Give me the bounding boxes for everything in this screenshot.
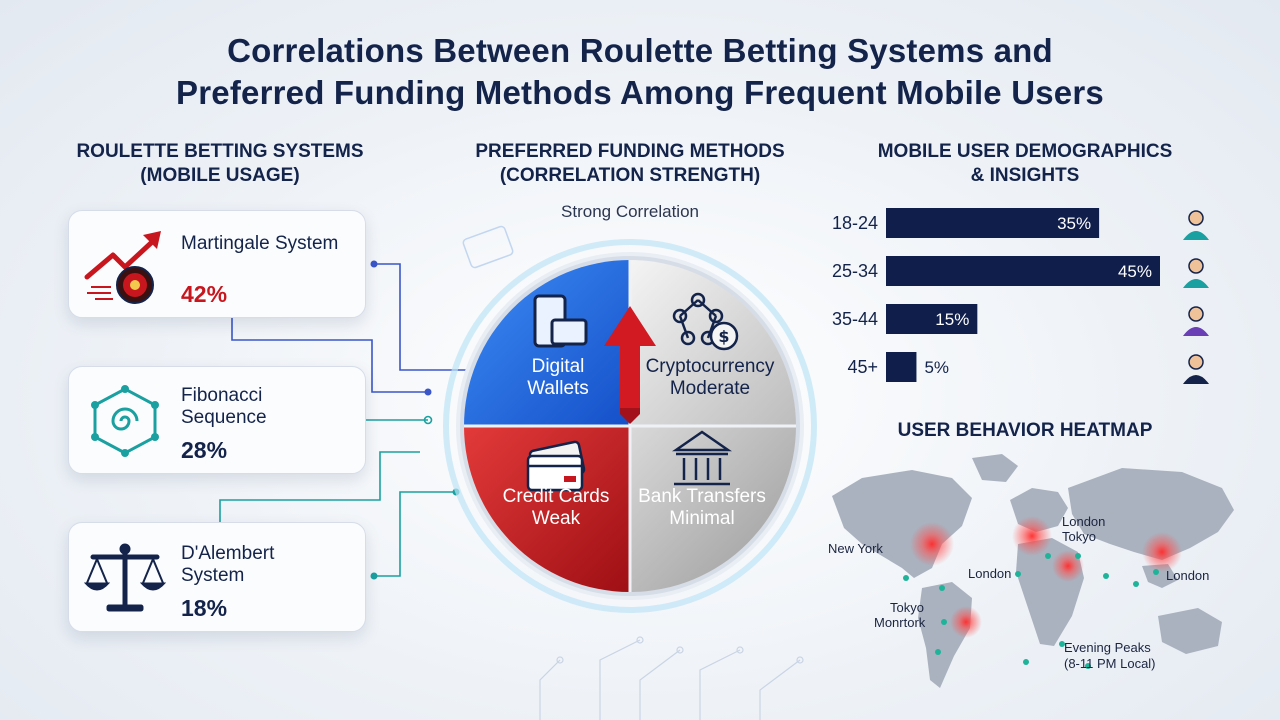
quadrant-label-bank-2: Minimal <box>669 508 734 529</box>
title-line-1: Correlations Between Roulette Betting Sy… <box>227 32 1053 69</box>
map-label-monrtork: Monrtork <box>874 615 926 630</box>
quadrant-credit-cards <box>464 426 630 592</box>
map-label-tokyo-top: Tokyo <box>1062 529 1096 544</box>
heat-spot-north-america <box>910 522 954 566</box>
fibonacci-spiral-icon <box>91 385 159 457</box>
funding-methods-heading-line-2: (CORRELATION STRENGTH) <box>499 165 761 186</box>
betting-systems-heading-line-1: ROULETTE BETTING SYSTEMS <box>76 141 364 162</box>
user-avatar-icon <box>1183 306 1209 336</box>
fibonacci-percentage: 28% <box>181 437 228 463</box>
betting-systems-heading: ROULETTE BETTING SYSTEMS (MOBILE USAGE) <box>50 140 390 188</box>
user-avatar-icon <box>1183 210 1209 240</box>
connector-node <box>424 388 432 396</box>
map-label-london-mid: London <box>968 566 1012 581</box>
fibonacci-name-line-2: Sequence <box>181 407 267 428</box>
demographic-bar <box>886 256 1160 286</box>
user-avatar-icon <box>1183 354 1209 384</box>
map-label-london-top: London <box>1062 514 1106 529</box>
quadrant-label-digital-2: Wallets <box>527 378 589 399</box>
circuit-traces <box>539 636 804 720</box>
demographics-heading-line-1: MOBILE USER DEMOGRAPHICS <box>877 141 1173 162</box>
quadrant-label-credit-1: Credit Cards <box>503 486 610 507</box>
martingale-name: Martingale System <box>181 233 339 254</box>
continent-greenland <box>972 454 1018 482</box>
quadrant-bank-transfers <box>630 426 796 592</box>
card-dalembert-system[interactable]: D'Alembert System 18% <box>68 522 366 632</box>
svg-text:$: $ <box>718 327 729 346</box>
demographic-bar <box>886 304 978 334</box>
map-label-new-york: New York <box>828 541 883 556</box>
funding-methods-heading-line-1: PREFERRED FUNDING METHODS <box>475 141 785 162</box>
funding-methods-heading: PREFERRED FUNDING METHODS (CORRELATION S… <box>430 140 830 188</box>
bar-value-label: 5% <box>924 358 949 377</box>
martingale-percentage: 42% <box>181 281 228 307</box>
betting-systems-heading-line-2: (MOBILE USAGE) <box>140 165 300 186</box>
demographics-heading-line-2: & INSIGHTS <box>970 165 1080 186</box>
continent-australia <box>1158 608 1222 654</box>
map-label-evening-peaks: Evening Peaks <box>1064 640 1151 655</box>
user-avatar-icon <box>1183 258 1209 288</box>
dalembert-percentage: 18% <box>181 595 228 621</box>
heat-spot-europe <box>1012 516 1052 556</box>
strong-correlation-label: Strong Correlation <box>561 202 699 221</box>
bar-value-label: 15% <box>935 310 969 329</box>
heat-spot-south-america <box>950 606 982 638</box>
connector-node <box>423 415 433 425</box>
continent-north-america <box>832 470 972 578</box>
connector-node <box>370 572 378 580</box>
bar-value-label: 45% <box>1118 262 1152 281</box>
location-dots <box>903 553 1159 669</box>
quadrant-label-digital-1: Digital <box>532 356 585 377</box>
bank-icon <box>671 430 733 486</box>
quadrant-label-bank-1: Bank Transfers <box>638 486 766 507</box>
quadrant-label-credit-2: Weak <box>532 508 581 529</box>
credit-card-icon <box>526 440 586 492</box>
continent-asia <box>1068 468 1234 560</box>
map-label-london-right: London <box>1166 568 1210 583</box>
quadrant-label-crypto-2: Moderate <box>670 378 750 399</box>
card-martingale-system[interactable]: Martingale System 42% <box>68 210 366 318</box>
phone-wallet-icon <box>533 294 588 348</box>
heat-spot-asia <box>1142 532 1182 572</box>
world-heatmap <box>832 454 1234 688</box>
quadrant-label-crypto-1: Cryptocurrency <box>646 356 775 377</box>
bar-value-label: 35% <box>1057 214 1091 233</box>
title-line-2: Preferred Funding Methods Among Frequent… <box>176 74 1104 111</box>
connector-node <box>370 260 378 268</box>
bar-category-label: 25-34 <box>832 261 878 281</box>
wheel-glow <box>443 239 817 613</box>
cryptocurrency-icon: $ <box>672 292 739 351</box>
bar-category-label: 45+ <box>847 357 878 377</box>
correlation-arrow <box>604 306 656 424</box>
fibonacci-name-line-1: Fibonacci <box>181 385 263 406</box>
roulette-arrow-icon <box>84 231 161 304</box>
page-title: Correlations Between Roulette Betting Sy… <box>0 30 1280 114</box>
balance-scale-icon <box>83 543 167 612</box>
bar-category-label: 18-24 <box>832 213 878 233</box>
funding-methods-wheel: $ Digital Wallets Cryptocurrency Moderat… <box>443 239 817 613</box>
heat-spots <box>910 516 1182 638</box>
map-label-tokyo: Tokyo <box>890 600 924 615</box>
dalembert-name-line-1: D'Alembert <box>181 543 275 564</box>
demographics-heading: MOBILE USER DEMOGRAPHICS & INSIGHTS <box>860 140 1190 188</box>
demographic-bar <box>886 208 1100 238</box>
map-label-peak-hours: (8-11 PM Local) <box>1064 656 1156 671</box>
card-fibonacci-sequence[interactable]: Fibonacci Sequence 28% <box>68 366 366 474</box>
demographics-bars-svg: 18-24 35% 25-34 45% 35-44 15% 45+ 5% <box>832 208 1209 384</box>
heatmap-heading: USER BEHAVIOR HEATMAP <box>897 420 1153 441</box>
bar-category-label: 35-44 <box>832 309 878 329</box>
demographic-bar <box>886 352 917 382</box>
dalembert-name-line-2: System <box>181 565 245 586</box>
